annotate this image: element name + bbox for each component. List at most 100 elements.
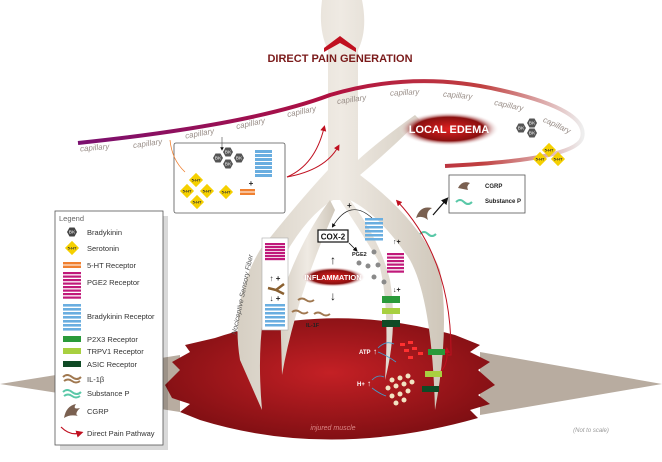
pge2-molecules bbox=[356, 249, 387, 285]
release-arrow bbox=[432, 197, 449, 216]
serotonin-cluster-right: 5-HT 5-HT 5-HT bbox=[532, 142, 566, 167]
legend-item-bradykinin-receptor: Bradykinin Receptor bbox=[63, 304, 155, 331]
legend-item-cgrp: CGRP bbox=[64, 404, 109, 418]
svg-text:PGE2 Receptor: PGE2 Receptor bbox=[87, 278, 140, 287]
capillary-label: capillary bbox=[336, 93, 367, 106]
asic-receptor bbox=[422, 386, 439, 392]
svg-text:BK: BK bbox=[215, 156, 222, 161]
up-arrow: ↑ bbox=[367, 379, 371, 388]
atp-label: ATP bbox=[359, 350, 371, 356]
svg-text:Bradykinin: Bradykinin bbox=[87, 228, 122, 237]
svg-text:IL-1β: IL-1β bbox=[87, 375, 105, 384]
svg-text:BK: BK bbox=[529, 121, 536, 126]
legend-item-trpv1-receptor: TRPV1 Receptor bbox=[63, 347, 144, 356]
il1-molecules bbox=[291, 297, 331, 317]
injured-muscle bbox=[165, 318, 495, 440]
svg-text:+: + bbox=[249, 179, 254, 188]
bradykinin-serotonin-box: BK BK BK BK 5-HT 5-HT 5-HT 5-HT 5-HT + bbox=[169, 137, 286, 214]
svg-text:Direct Pain Pathway: Direct Pain Pathway bbox=[87, 429, 155, 438]
inflammation-badge bbox=[301, 267, 365, 287]
capillary-label: capillary bbox=[493, 98, 525, 113]
svg-text:5-HT: 5-HT bbox=[203, 189, 212, 194]
svg-text:5-HT: 5-HT bbox=[68, 246, 77, 251]
svg-text:Bradykinin Receptor: Bradykinin Receptor bbox=[87, 312, 155, 321]
local-edema-badge bbox=[399, 112, 499, 146]
trpv1-receptor bbox=[382, 308, 400, 314]
legend-item-direct-pain-pathway: Direct Pain Pathway bbox=[60, 426, 155, 438]
substance-p-icon bbox=[62, 389, 82, 399]
atp-molecules bbox=[400, 341, 423, 359]
capillary-label: capillary bbox=[542, 115, 573, 136]
svg-text:BK: BK bbox=[529, 131, 536, 136]
not-to-scale-note: (Not to scale) bbox=[573, 428, 609, 434]
svg-text:CGRP: CGRP bbox=[87, 407, 109, 416]
svg-text:ASIC Receptor: ASIC Receptor bbox=[87, 360, 138, 369]
svg-text:5-HT: 5-HT bbox=[222, 190, 231, 195]
red-arrow-icon bbox=[60, 426, 84, 438]
page-title: DIRECT PAIN GENERATION bbox=[267, 53, 412, 65]
pge2-label: PGE2 bbox=[352, 252, 367, 258]
h-ion-particles bbox=[385, 373, 415, 406]
nociceptive-sensory-fiber bbox=[237, 0, 444, 410]
h-release-lines bbox=[371, 375, 387, 397]
svg-text:BK: BK bbox=[518, 126, 525, 131]
up-plus: ↑+ bbox=[393, 239, 401, 246]
svg-text:BK: BK bbox=[225, 150, 232, 155]
cox2-feedback-arrow bbox=[331, 209, 373, 228]
svg-text:5-HT: 5-HT bbox=[193, 200, 202, 205]
svg-text:5-HT: 5-HT bbox=[183, 189, 192, 194]
down-arrow: ↓ bbox=[330, 289, 336, 303]
inflammation-label: INFLAMMATION bbox=[304, 273, 361, 282]
il1-receptor-box: ↑ + ↓ + bbox=[261, 237, 289, 331]
capillary-label: capillary bbox=[390, 87, 421, 98]
trpv1-receptor bbox=[425, 371, 442, 377]
legend-item-substance-p: Substance P bbox=[62, 389, 130, 399]
il1b-icon bbox=[62, 374, 82, 384]
svg-text:5-HT: 5-HT bbox=[545, 148, 554, 153]
direct-pain-pathway-arrow bbox=[439, 347, 451, 373]
svg-text:P2X3 Receptor: P2X3 Receptor bbox=[87, 335, 138, 344]
atp-release-lines bbox=[377, 342, 397, 363]
asic-receptor bbox=[382, 320, 400, 327]
h-plus-label: H+ bbox=[357, 382, 365, 388]
cgrp-icon bbox=[64, 404, 80, 418]
legend-item-5ht-receptor: 5-HT Receptor bbox=[63, 261, 137, 270]
svg-text:5-HT: 5-HT bbox=[192, 178, 201, 183]
p2x3-receptor bbox=[382, 296, 400, 303]
legend-item-pge2-receptor: PGE2 Receptor bbox=[63, 272, 140, 299]
legend-item-bradykinin: BK Bradykinin bbox=[67, 227, 122, 237]
svg-text:Substance P: Substance P bbox=[87, 389, 130, 398]
local-edema-label: LOCAL EDEMA bbox=[409, 124, 490, 136]
svg-text:5-HT Receptor: 5-HT Receptor bbox=[87, 261, 137, 270]
svg-text:TRPV1 Receptor: TRPV1 Receptor bbox=[87, 347, 144, 356]
capillary-label: capillary bbox=[132, 137, 163, 150]
bradykinin-cluster-right: BK BK BK bbox=[516, 118, 537, 138]
bradykinin-icon bbox=[67, 227, 77, 237]
cox2-box bbox=[317, 229, 349, 243]
down-plus: ↓+ bbox=[393, 287, 401, 294]
il1f-label: IL-1F bbox=[306, 323, 320, 329]
svg-text:↓ +: ↓ + bbox=[270, 294, 281, 303]
direct-pain-pathway-arrow bbox=[395, 199, 452, 356]
svg-text:CGRP: CGRP bbox=[485, 184, 502, 190]
tendon-right bbox=[480, 352, 662, 415]
svg-text:Substance P: Substance P bbox=[485, 199, 521, 205]
cgrp-substance-p-box: CGRP Substance P bbox=[448, 174, 526, 214]
capillary-vessel bbox=[77, 79, 585, 168]
svg-text:5-HT: 5-HT bbox=[554, 157, 563, 162]
pain-arrow bbox=[286, 125, 327, 178]
svg-text:Serotonin: Serotonin bbox=[87, 244, 119, 253]
bradykinin-receptor bbox=[365, 218, 383, 241]
svg-text:BK: BK bbox=[69, 230, 76, 235]
legend-item-il1b: IL-1β bbox=[62, 374, 105, 384]
pge2-receptor bbox=[387, 253, 404, 273]
bradykinin-receptor bbox=[255, 150, 272, 177]
legend-item-serotonin: 5-HT Serotonin bbox=[64, 240, 119, 256]
substance-p-molecule bbox=[419, 231, 437, 237]
injured-muscle-label: injured muscle bbox=[310, 425, 355, 432]
pain-arrow bbox=[286, 144, 340, 178]
cox2-label: COX-2 bbox=[321, 233, 346, 242]
svg-text:BK: BK bbox=[236, 156, 243, 161]
svg-text:BK: BK bbox=[225, 162, 232, 167]
